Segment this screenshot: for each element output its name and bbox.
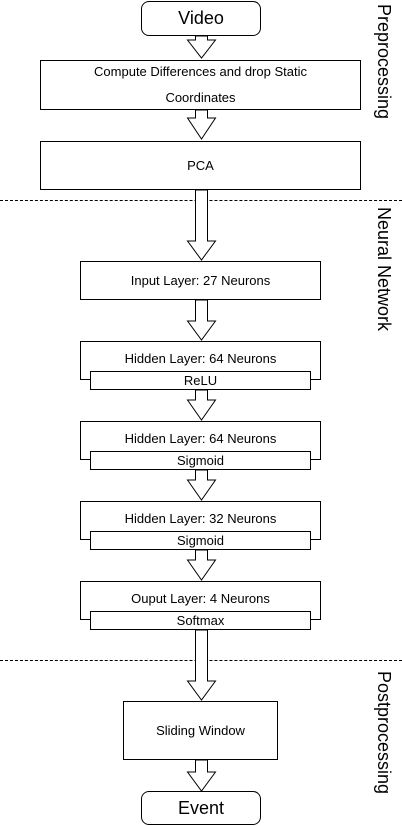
hidden-layer-1-activation: ReLU xyxy=(90,371,311,390)
output-layer-title: Ouput Layer: 4 Neurons xyxy=(131,591,270,606)
hidden-layer-3-activation: Sigmoid xyxy=(90,531,311,550)
arrow-hidden1-to-hidden2 xyxy=(186,389,217,421)
pca-label: PCA xyxy=(187,158,214,173)
compute-differences-node: Compute Differences and drop Static Coor… xyxy=(40,60,361,110)
sliding-window-node: Sliding Window xyxy=(123,701,278,760)
hidden-layer-2-activation: Sigmoid xyxy=(90,451,311,470)
sliding-window-label: Sliding Window xyxy=(156,723,245,738)
arrow-video-to-compute xyxy=(186,35,217,59)
hidden-layer-1-title: Hidden Layer: 64 Neurons xyxy=(124,351,277,366)
video-node: Video xyxy=(141,1,261,36)
input-layer-node: Input Layer: 27 Neurons xyxy=(80,261,321,300)
arrow-output-to-sliding xyxy=(186,629,217,701)
arrow-hidden2-to-hidden3 xyxy=(186,469,217,501)
event-node: Event xyxy=(141,791,261,825)
compute-differences-label-line1: Compute Differences and drop Static xyxy=(94,64,307,79)
video-label: Video xyxy=(178,8,224,28)
output-layer-activation: Softmax xyxy=(90,611,311,630)
hidden-layer-2-title: Hidden Layer: 64 Neurons xyxy=(124,431,277,446)
arrow-sliding-to-event xyxy=(186,759,217,792)
hidden-layer-3-title: Hidden Layer: 32 Neurons xyxy=(124,511,277,526)
arrow-pca-to-input xyxy=(186,189,217,261)
arrow-compute-to-pca xyxy=(186,109,217,140)
event-label: Event xyxy=(177,797,225,818)
input-layer-label: Input Layer: 27 Neurons xyxy=(130,273,271,288)
compute-differences-label-line2: Coordinates xyxy=(165,90,236,105)
pca-node: PCA xyxy=(40,141,361,190)
output-layer-node: Ouput Layer: 4 Neurons xyxy=(80,581,321,620)
arrow-hidden3-to-output xyxy=(186,549,217,581)
arrow-input-to-hidden1 xyxy=(186,299,217,341)
